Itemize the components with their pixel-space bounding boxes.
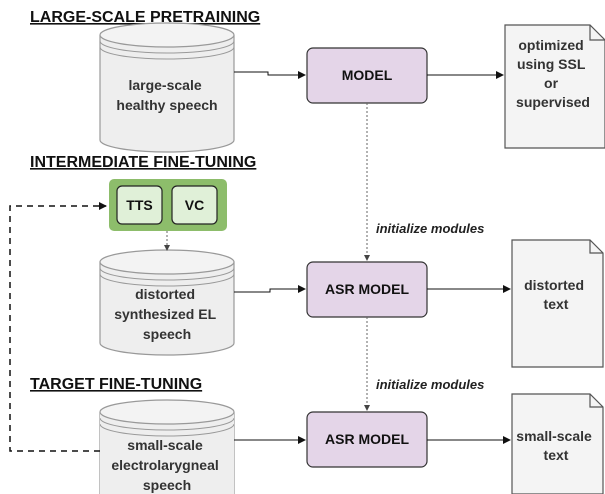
database-label-line: synthesized EL xyxy=(114,306,216,322)
arrow-db-to-asr xyxy=(234,285,306,293)
svg-text:distorted text: distorted text xyxy=(524,277,588,312)
svg-text:small-scale text: small-scale text xyxy=(516,428,595,463)
document-label-line: supervised xyxy=(516,94,590,110)
svg-text:optimized using SSL: optimized using SSL or supervised xyxy=(516,37,590,110)
section-title-target: TARGET FINE-TUNING xyxy=(30,376,202,393)
feedback-loop-arrow xyxy=(9,202,107,452)
document-intermediate: distorted text xyxy=(511,239,604,368)
svg-text:small-scale electrolaryg: small-scale electrolarygneal speech xyxy=(111,437,222,493)
model-box-intermediate: ASR MODEL xyxy=(306,261,428,318)
model-box-target: ASR MODEL xyxy=(306,411,428,468)
document-label-line: text xyxy=(544,296,569,312)
database-label-line: speech xyxy=(143,326,191,342)
vc-box xyxy=(171,185,218,225)
database-label-line: speech xyxy=(143,477,191,493)
document-label-line: using SSL xyxy=(517,56,586,72)
document-pretrain: optimized using SSL or supervised xyxy=(504,24,605,149)
svg-text:large-scale healthy spee: large-scale healthy speech xyxy=(116,77,217,113)
document-label-line: text xyxy=(544,447,569,463)
database-pretrain: large-scale healthy speech xyxy=(99,22,235,153)
document-label-line: or xyxy=(544,75,559,91)
document-label-line: small-scale xyxy=(516,428,592,444)
model-box-pretrain: MODEL xyxy=(306,47,428,104)
database-label-line: large-scale xyxy=(128,77,201,93)
database-label-line: small-scale xyxy=(127,437,203,453)
database-intermediate: distorted synthesized EL speech xyxy=(99,249,235,356)
annotation-init-1: initialize modules xyxy=(376,221,484,236)
tts-box xyxy=(116,185,163,225)
synthesis-tools-group: TTS VC xyxy=(109,179,227,231)
svg-text:distorted synthesized EL: distorted synthesized EL speech xyxy=(114,286,220,342)
database-label-line: healthy speech xyxy=(116,97,217,113)
model-label: ASR MODEL xyxy=(325,281,409,297)
section-title-pretraining: LARGE-SCALE PRETRAINING xyxy=(30,9,260,26)
database-label-line: distorted xyxy=(135,286,195,302)
section-title-intermediate: INTERMEDIATE FINE-TUNING xyxy=(30,154,256,171)
model-label: MODEL xyxy=(342,67,393,83)
document-label-line: optimized xyxy=(518,37,583,53)
annotation-init-2: initialize modules xyxy=(376,377,484,392)
document-target: small-scale text xyxy=(511,393,604,494)
arrow-db-to-model xyxy=(234,71,306,79)
model-label: ASR MODEL xyxy=(325,431,409,447)
vc-label: VC xyxy=(185,197,204,213)
database-label-line: electrolarygneal xyxy=(111,457,218,473)
tts-label: TTS xyxy=(126,197,152,213)
database-target: small-scale electrolarygneal speech xyxy=(99,399,235,494)
document-label-line: distorted xyxy=(524,277,584,293)
